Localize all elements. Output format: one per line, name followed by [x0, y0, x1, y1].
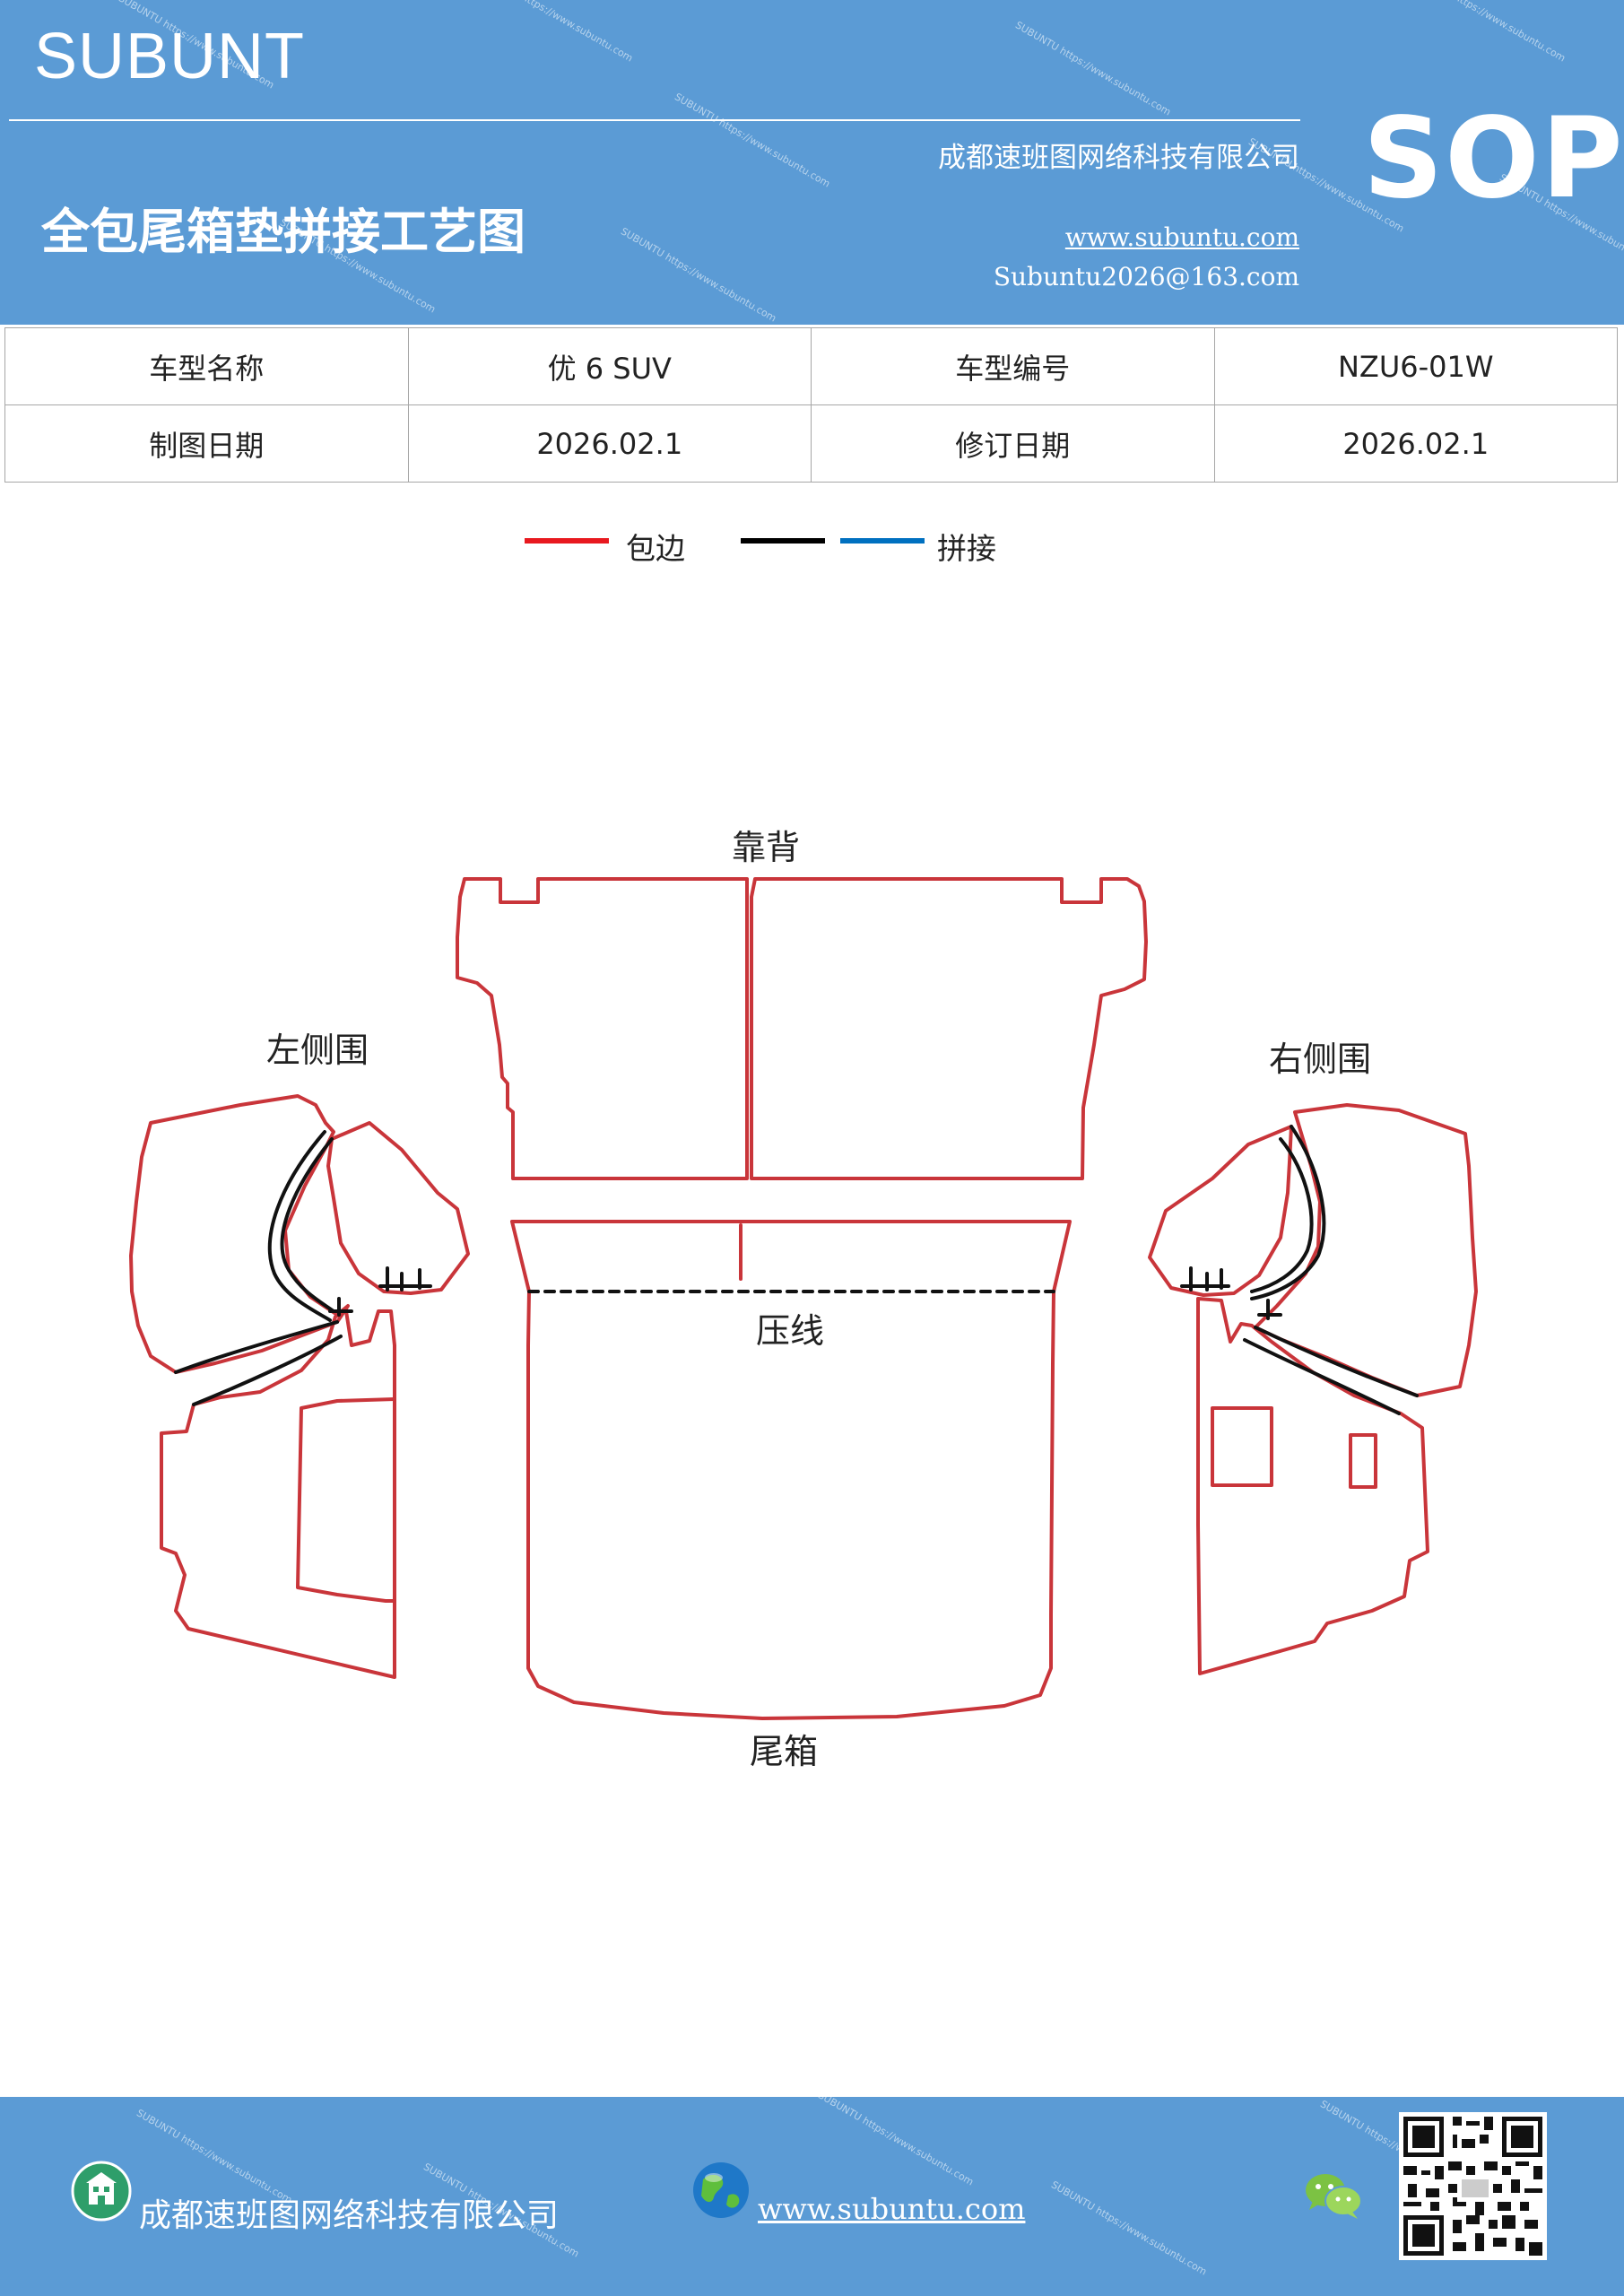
document-title: 全包尾箱垫拼接工艺图 [41, 203, 525, 260]
backrest-right-panel [750, 877, 1148, 1180]
label-backrest: 靠背 [732, 828, 800, 867]
label-right-side: 右侧围 [1269, 1039, 1371, 1079]
footer-banner: SUBUNTU https://www.subuntu.com SUBUNTU … [0, 2089, 1624, 2296]
trunk-floor-panel [510, 1220, 1072, 1720]
right-side-cutout-small [1349, 1433, 1377, 1489]
left-tick-2 [328, 1297, 353, 1317]
legend-label-seam: 拼接 [937, 531, 996, 566]
legend-label-edge: 包边 [626, 531, 685, 566]
legend-swatch-edge [525, 538, 609, 544]
header-banner: SUBUNT 成都速班图网络科技有限公司 全包尾箱垫拼接工艺图 www.subu… [0, 0, 1624, 325]
table-row: 车型名称 优 6 SUV 车型编号 NZU6-01W [4, 327, 1618, 405]
brand-name: SUBUNT [34, 21, 306, 92]
sop-badge: SOP [1363, 94, 1624, 223]
header-email: Subuntu2026@163.com [993, 262, 1299, 291]
table-row: 制图日期 2026.02.1 修订日期 2026.02.1 [4, 404, 1618, 483]
globe-icon [693, 2162, 749, 2218]
table-cell: NZU6-01W [1213, 327, 1618, 405]
left-tick-1 [378, 1266, 432, 1292]
table-cell: 修订日期 [811, 404, 1215, 483]
left-side-lower-panel [160, 1309, 396, 1679]
left-seam-lower-2 [192, 1335, 343, 1406]
vehicle-info-table: 车型名称 优 6 SUV 车型编号 NZU6-01W 制图日期 2026.02.… [4, 327, 1618, 483]
table-cell: 制图日期 [4, 404, 409, 483]
right-side-wheel-arch-pad [1148, 1125, 1293, 1297]
footer-website-link[interactable]: www.subuntu.com [758, 2192, 1026, 2226]
right-seam-arch-outer [1250, 1125, 1326, 1300]
label-left-side: 左侧围 [266, 1031, 369, 1070]
table-cell: 优 6 SUV [407, 327, 812, 405]
table-cell: 2026.02.1 [407, 404, 812, 483]
right-side-cutout-large [1211, 1406, 1273, 1487]
header-website-link[interactable]: www.subuntu.com [1064, 222, 1299, 252]
left-side-lower-step [296, 1397, 396, 1603]
right-seam-lower-2 [1243, 1338, 1401, 1415]
label-crease: 压线 [756, 1311, 824, 1351]
right-seam-lower-1 [1254, 1326, 1419, 1397]
header-divider [9, 119, 1300, 121]
left-seam-arch-inner [267, 1130, 332, 1322]
backrest-left-panel [456, 877, 749, 1180]
table-cell: 2026.02.1 [1213, 404, 1618, 483]
table-cell: 车型名称 [4, 327, 409, 405]
legend-swatch-seam-black [741, 538, 825, 544]
right-side-lower-panel [1196, 1297, 1429, 1675]
right-tick-1 [1180, 1266, 1230, 1292]
building-icon [71, 2161, 132, 2222]
watermark: SUBUNTU https://www.subuntu.com [1049, 2179, 1209, 2278]
left-side-wheel-arch-pad [326, 1121, 470, 1295]
watermark: SUBUNTU https://www.subuntu.com [816, 2089, 976, 2188]
right-tick-2 [1257, 1299, 1282, 1320]
right-seam-arch-inner [1250, 1137, 1314, 1293]
left-side-upper-panel [129, 1094, 350, 1374]
qr-code [1399, 2112, 1547, 2260]
left-seam-lower-1 [174, 1320, 339, 1374]
wechat-icon[interactable] [1302, 2169, 1365, 2222]
label-trunk: 尾箱 [750, 1732, 818, 1771]
header-company: 成都速班图网络科技有限公司 [938, 142, 1299, 174]
legend: 包边 拼接 [0, 525, 1624, 570]
left-seam-arch-outer [280, 1137, 335, 1313]
legend-swatch-seam-blue [840, 538, 925, 544]
table-cell: 车型编号 [811, 327, 1215, 405]
footer-company: 成都速班图网络科技有限公司 [139, 2197, 560, 2234]
